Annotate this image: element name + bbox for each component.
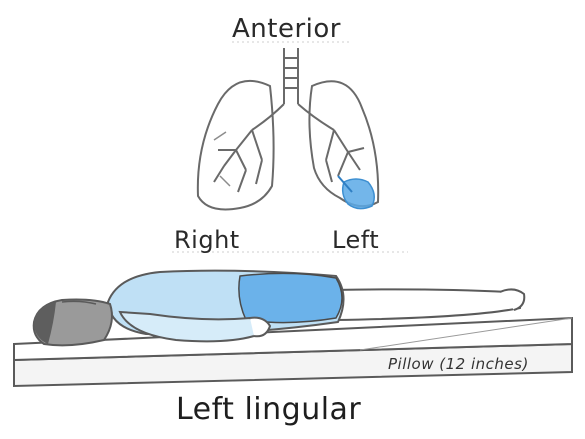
pillow-label: Pillow (12 inches) bbox=[388, 355, 529, 373]
lingular-segment-highlight bbox=[343, 179, 375, 209]
left-side-label: Left bbox=[332, 226, 379, 254]
right-lung bbox=[198, 81, 274, 210]
position-caption: Left lingular bbox=[176, 392, 361, 427]
anterior-label: Anterior bbox=[232, 14, 341, 44]
right-side-label: Right bbox=[174, 226, 240, 254]
trachea bbox=[252, 48, 334, 130]
